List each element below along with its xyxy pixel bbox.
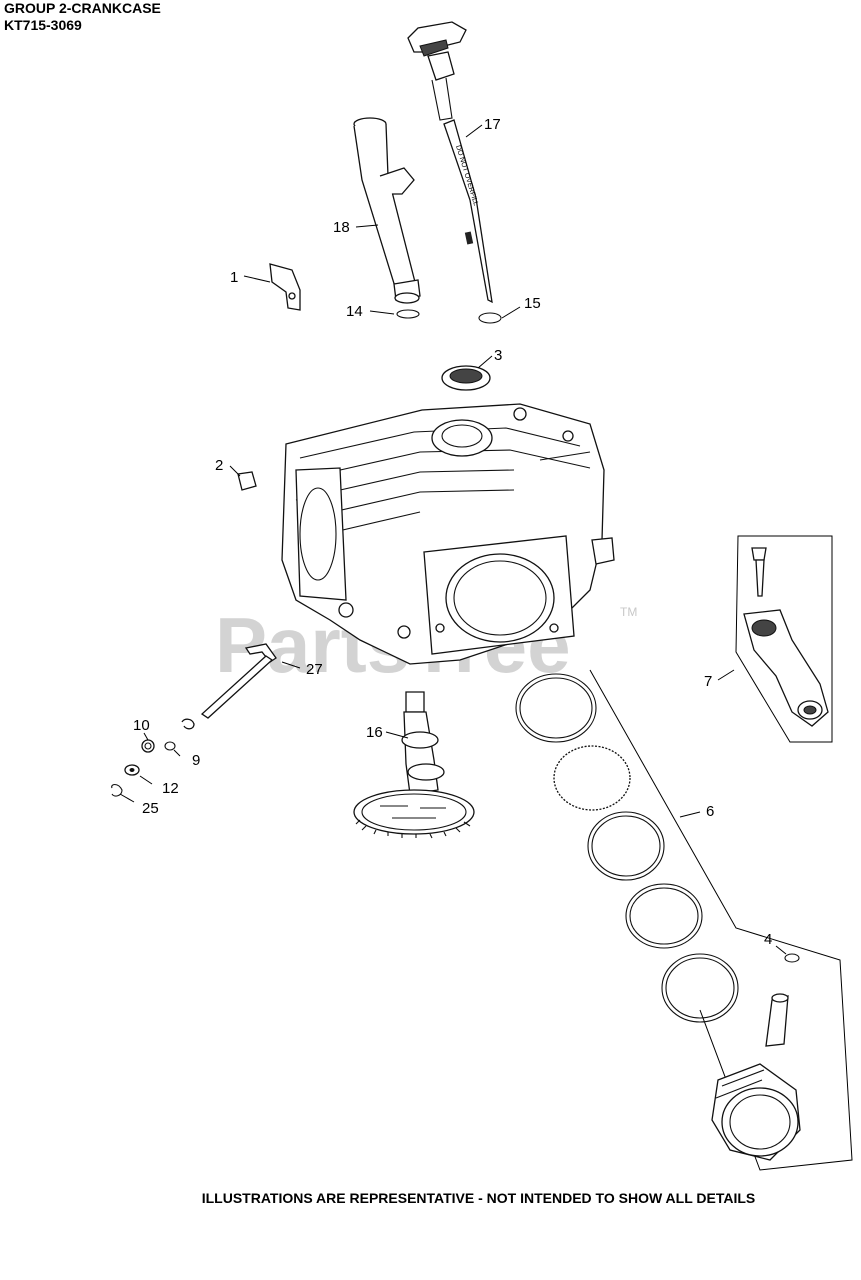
part-retainer-4[interactable] [784, 953, 800, 963]
callout-6: 6 [706, 803, 714, 820]
part-piston[interactable] [711, 1063, 801, 1161]
part-piston-rings[interactable] [515, 673, 739, 1023]
callout-1: 1 [230, 269, 238, 286]
part-oil-seal[interactable] [441, 365, 491, 391]
part-connecting-rod[interactable] [743, 547, 829, 727]
part-governor-shaft[interactable] [181, 643, 277, 730]
callout-9: 9 [192, 752, 200, 769]
diagram-header: GROUP 2-CRANKCASE KT715-3069 [4, 0, 161, 34]
part-oring-15[interactable] [478, 312, 502, 324]
disclaimer-footer: ILLUSTRATIONS ARE REPRESENTATIVE - NOT I… [0, 1190, 861, 1206]
part-camshaft[interactable] [353, 691, 475, 839]
part-clip-25[interactable] [111, 783, 123, 797]
callout-14: 14 [346, 303, 363, 320]
callout-17: 17 [484, 116, 501, 133]
model-number: KT715-3069 [4, 17, 82, 33]
callout-16: 16 [366, 724, 383, 741]
callout-4: 4 [764, 931, 772, 948]
conrod-outline [735, 535, 833, 743]
part-dipstick[interactable]: DO NOT OVERFILL [407, 21, 493, 304]
callout-10: 10 [133, 717, 150, 734]
part-dipstick-tube[interactable] [353, 117, 421, 304]
callout-15: 15 [524, 295, 541, 312]
part-crankcase[interactable] [281, 403, 615, 665]
callout-7: 7 [704, 673, 712, 690]
part-seal-9[interactable] [164, 741, 176, 751]
group-title: GROUP 2-CRANKCASE [4, 0, 161, 16]
disclaimer-text: ILLUSTRATIONS ARE REPRESENTATIVE - NOT I… [201, 1190, 756, 1206]
part-bracket[interactable] [269, 263, 301, 311]
callout-3: 3 [494, 347, 502, 364]
callout-2: 2 [215, 457, 223, 474]
part-bushing-10[interactable] [141, 739, 155, 753]
callout-25: 25 [142, 800, 159, 817]
callout-27: 27 [306, 661, 323, 678]
callout-18: 18 [333, 219, 350, 236]
part-piston-pin[interactable] [765, 993, 789, 1047]
watermark-tm: TM [620, 605, 637, 619]
dipstick-label: DO NOT OVERFILL [454, 145, 479, 207]
part-oring-14[interactable] [396, 309, 420, 319]
part-small-block[interactable] [237, 471, 257, 491]
callout-12: 12 [162, 780, 179, 797]
